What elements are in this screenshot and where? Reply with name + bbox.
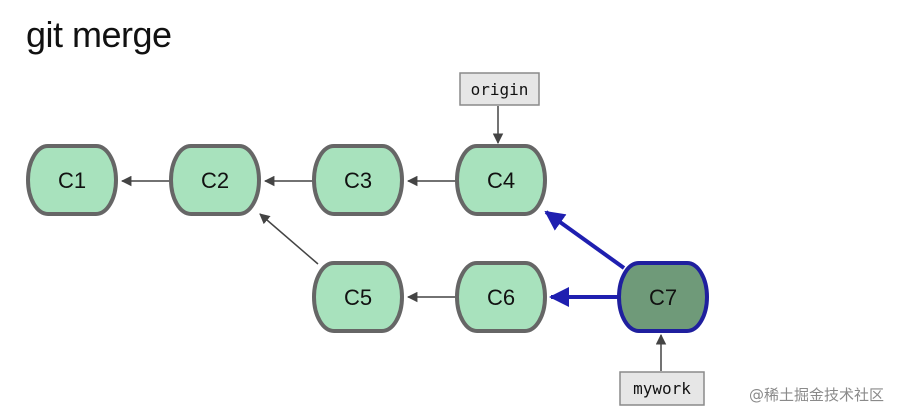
- watermark: @稀土掘金技术社区: [748, 386, 884, 404]
- commit-c2-label: C2: [201, 168, 229, 193]
- ref-origin: origin: [459, 72, 540, 106]
- commit-c3: C3: [312, 144, 404, 216]
- merge-arrow-c7-to-c4: [544, 210, 626, 270]
- commit-c4-label: C4: [487, 168, 515, 193]
- commit-c6-label: C6: [487, 285, 515, 310]
- arrow-c5-to-c2: [259, 213, 319, 265]
- commit-c5-label: C5: [344, 285, 372, 310]
- commit-c7-merge: C7: [617, 261, 709, 333]
- ref-mywork-label: mywork: [633, 379, 691, 398]
- commit-c6: C6: [455, 261, 547, 333]
- commit-c3-label: C3: [344, 168, 372, 193]
- ref-mywork: mywork: [619, 371, 705, 406]
- commit-c2: C2: [169, 144, 261, 216]
- commit-c1: C1: [26, 144, 118, 216]
- commit-c4: C4: [455, 144, 547, 216]
- ref-origin-label: origin: [471, 80, 529, 99]
- commit-c1-label: C1: [58, 168, 86, 193]
- commit-c7-label: C7: [649, 285, 677, 310]
- page-title: git merge: [26, 14, 172, 55]
- commit-c5: C5: [312, 261, 404, 333]
